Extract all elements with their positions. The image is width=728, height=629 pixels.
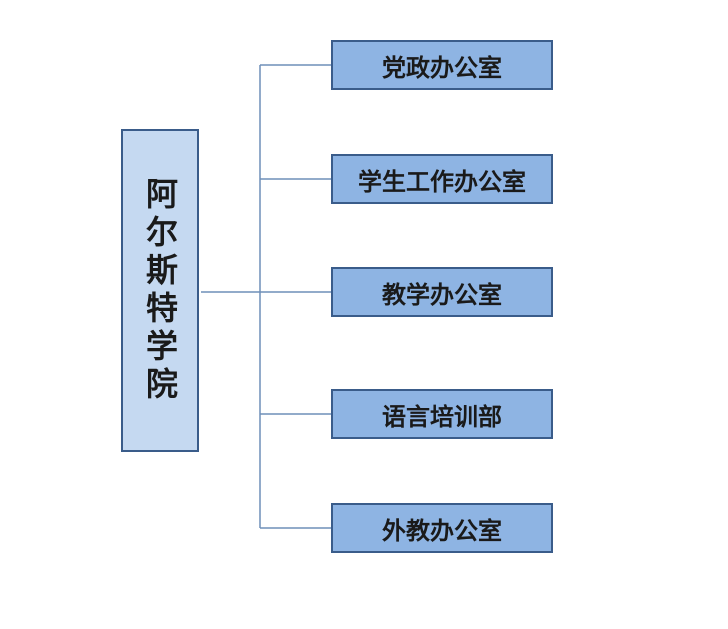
child-node-teaching-office: 教学办公室 — [331, 267, 553, 317]
child-node-label: 党政办公室 — [382, 52, 502, 82]
child-node-party-office: 党政办公室 — [331, 40, 553, 90]
child-node-label: 学生工作办公室 — [358, 166, 526, 196]
root-node-label: 阿尔斯特学院 — [141, 176, 179, 405]
child-node-label: 语言培训部 — [382, 401, 502, 431]
child-node-language-training: 语言培训部 — [331, 389, 553, 439]
child-node-label: 外教办公室 — [382, 515, 502, 545]
root-node: 阿尔斯特学院 — [121, 129, 199, 452]
child-node-student-affairs-office: 学生工作办公室 — [331, 154, 553, 204]
child-node-label: 教学办公室 — [382, 279, 502, 309]
child-node-foreign-teacher-office: 外教办公室 — [331, 503, 553, 553]
